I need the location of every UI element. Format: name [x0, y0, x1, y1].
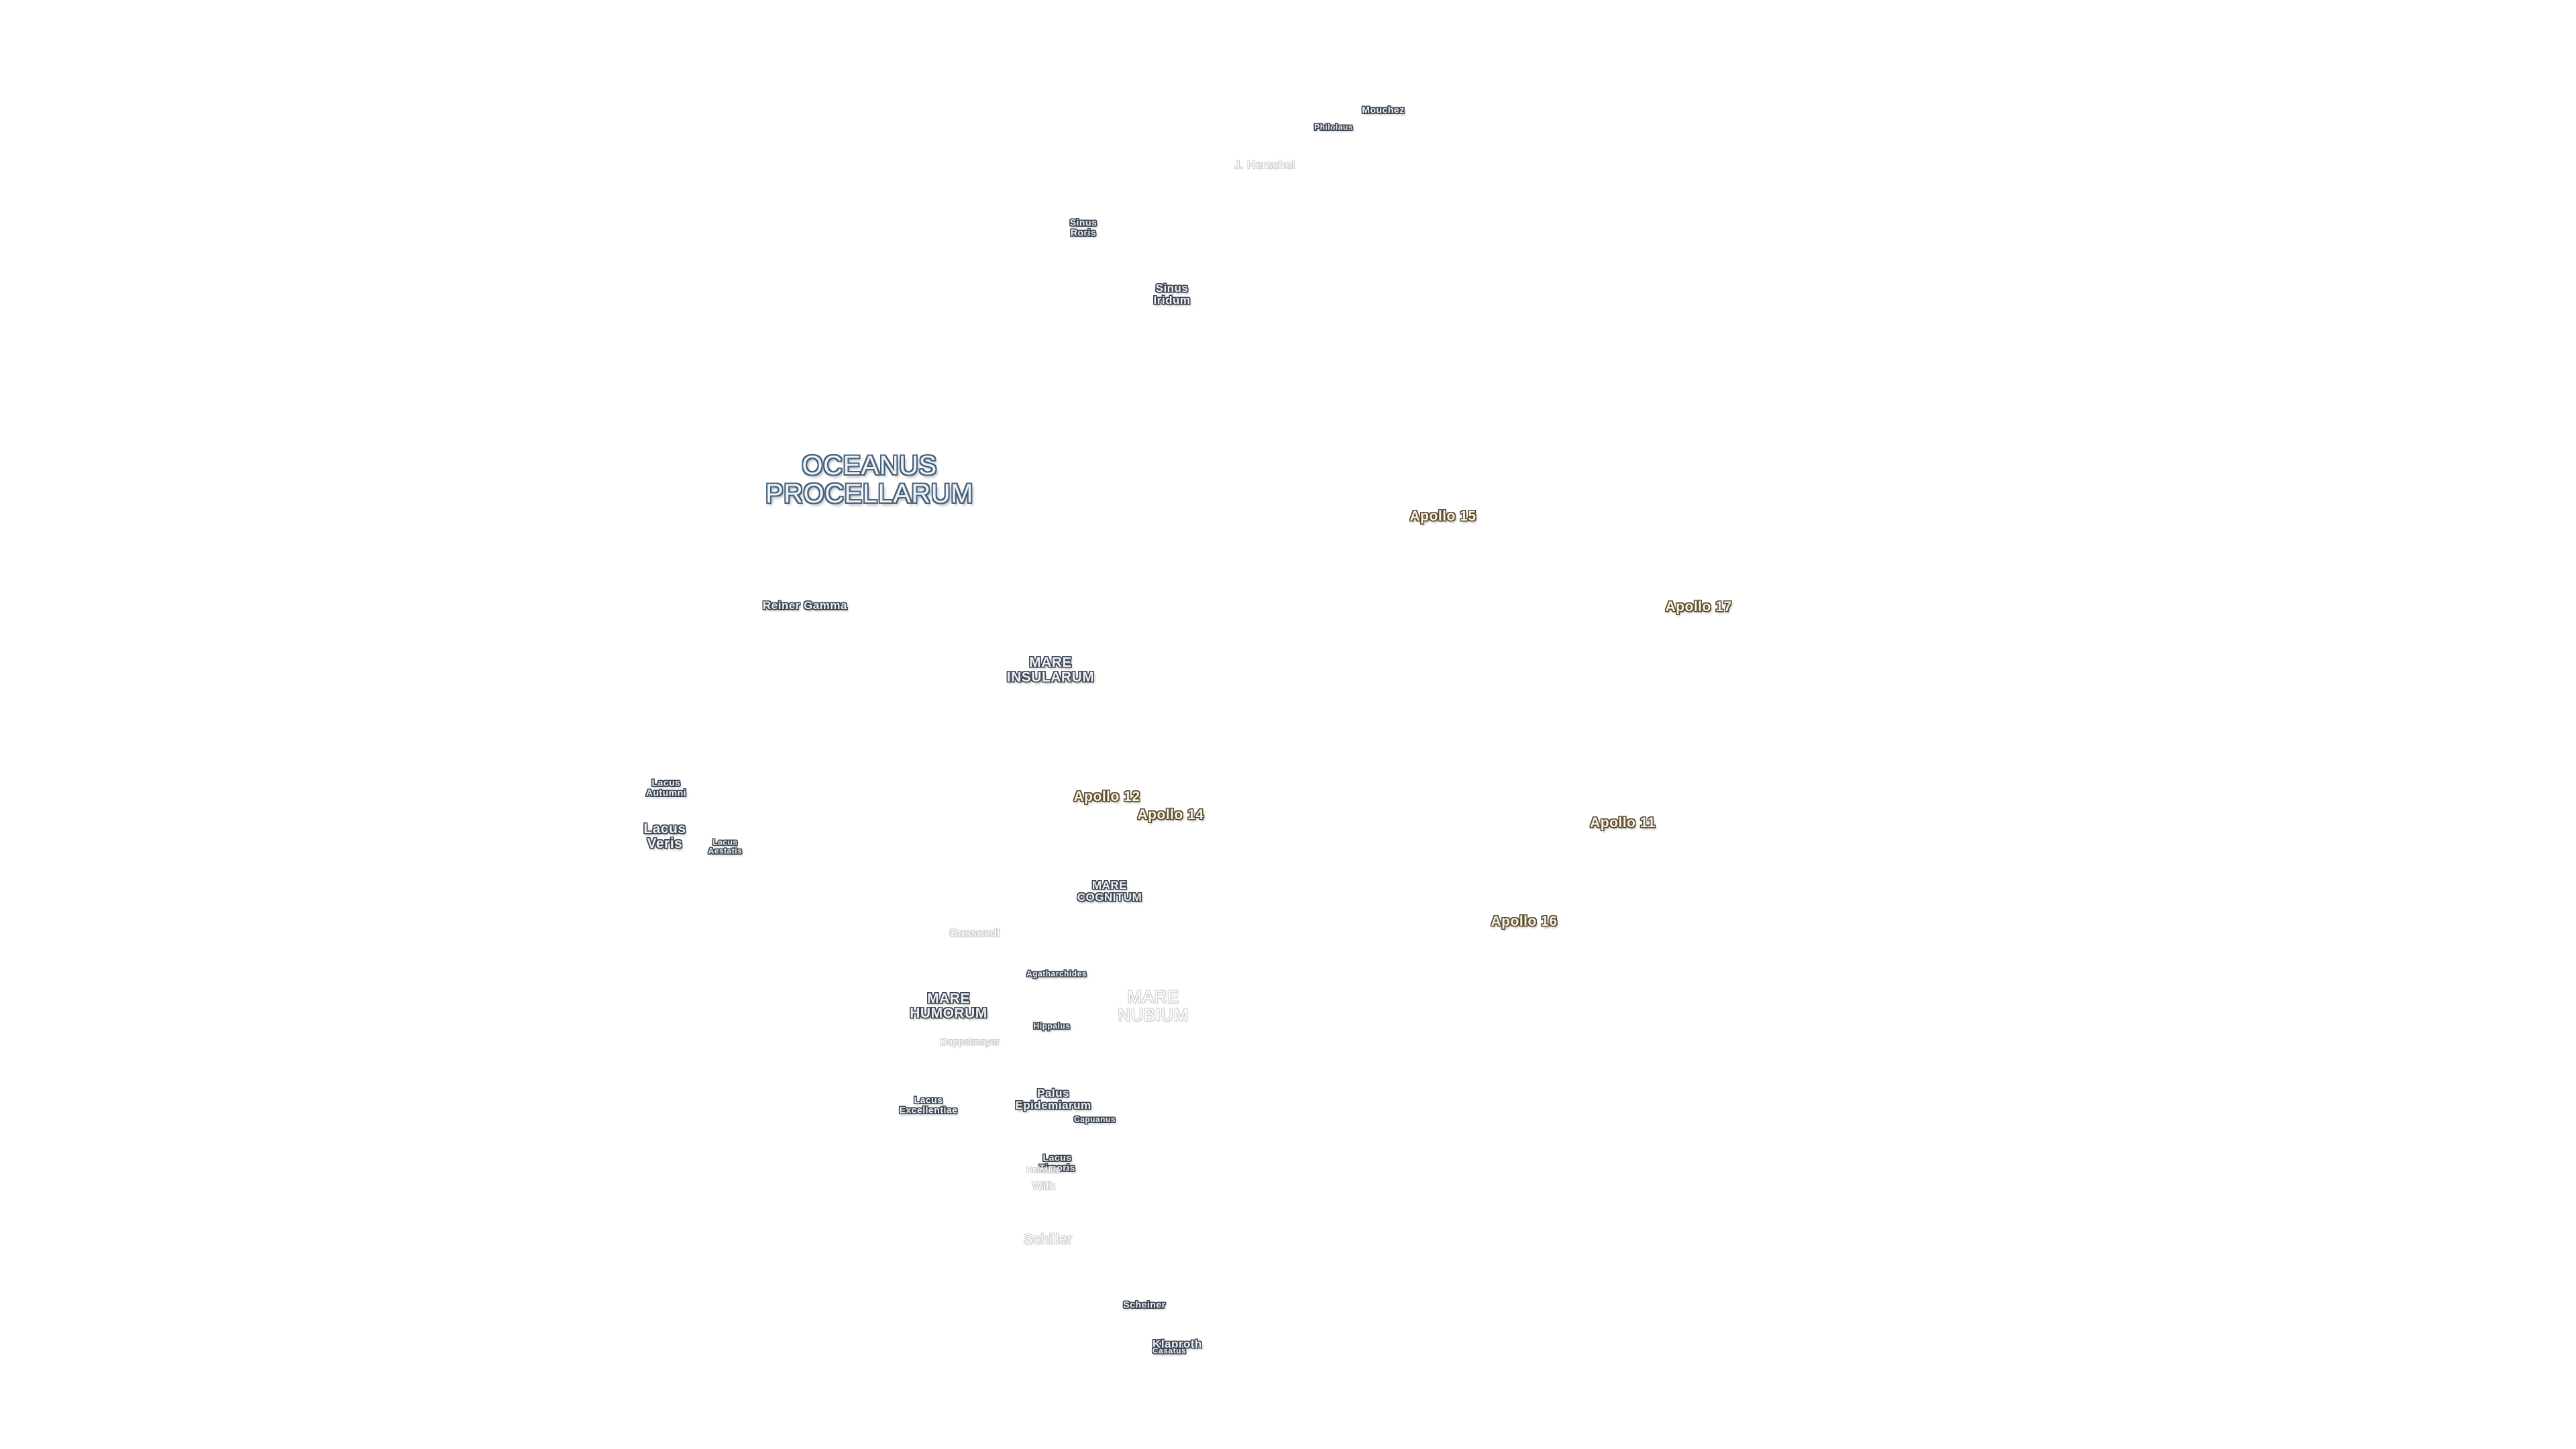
label-j-herschel[interactable]: J. Herschel	[1234, 158, 1295, 172]
label-oceanus-procellarum[interactable]: OCEANUS PROCELLARUM	[765, 451, 974, 508]
label-mare-insularum[interactable]: MARE INSULARUM	[1006, 654, 1095, 685]
label-hippalus[interactable]: Hippalus	[1033, 1021, 1071, 1031]
label-philolaus[interactable]: Philolaus	[1314, 122, 1353, 132]
label-mare-humorum[interactable]: MARE HUMORUM	[910, 990, 987, 1021]
label-apollo-14[interactable]: Apollo 14	[1137, 806, 1204, 822]
label-apollo-11[interactable]: Apollo 11	[1590, 814, 1656, 830]
label-capuanus[interactable]: Capuanus	[1073, 1114, 1116, 1124]
label-klaproth[interactable]: Klaproth	[1152, 1338, 1202, 1351]
label-mare-cognitum[interactable]: MARE COGNITUM	[1077, 879, 1142, 904]
label-wilhelm[interactable]: Wilh	[1032, 1179, 1056, 1193]
label-palus-epidemiarum[interactable]: Palus Epidemiarum	[1015, 1087, 1091, 1112]
label-casatus[interactable]: Casatus	[1152, 1346, 1187, 1356]
label-reiner-gamma[interactable]: Reiner Gamma	[763, 599, 847, 612]
label-agatharchides[interactable]: Agatharchides	[1026, 969, 1087, 979]
label-lacus-timoris[interactable]: Lacus Timoris	[1039, 1152, 1075, 1173]
label-sinus-iridum[interactable]: Sinus Iridum	[1153, 282, 1191, 307]
label-lacus-excellentiae[interactable]: Lacus Excellentiae	[899, 1094, 958, 1115]
label-doppelmayer[interactable]: Doppelmayer	[940, 1036, 1000, 1047]
label-lacus-aestatis[interactable]: Lacus Aestatis	[708, 837, 743, 855]
label-heinsius[interactable]: Heinsius	[1026, 1165, 1061, 1175]
label-lacus-autumni[interactable]: Lacus Autumni	[645, 777, 687, 798]
label-mare-nubium[interactable]: MARE NUBIUM	[1118, 986, 1189, 1025]
label-apollo-15[interactable]: Apollo 15	[1409, 508, 1477, 524]
label-scheiner[interactable]: Scheiner	[1123, 1299, 1166, 1310]
label-sinus-roris[interactable]: Sinus Roris	[1069, 217, 1097, 237]
label-gassendi[interactable]: Gassendi	[949, 926, 1000, 940]
label-apollo-12[interactable]: Apollo 12	[1073, 788, 1140, 804]
label-apollo-17[interactable]: Apollo 17	[1665, 598, 1732, 614]
label-schiller[interactable]: Schiller	[1023, 1231, 1073, 1247]
label-mouchez[interactable]: Mouchez	[1362, 104, 1405, 115]
label-lacus-veris[interactable]: Lacus Veris	[643, 820, 686, 851]
label-apollo-16[interactable]: Apollo 16	[1491, 913, 1558, 929]
